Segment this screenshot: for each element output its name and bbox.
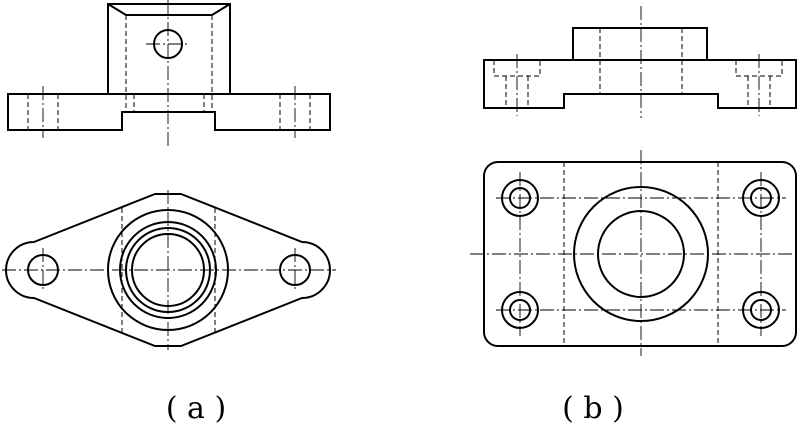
boss-b-outline [572,27,708,60]
counterbore-left-hidden [493,60,541,77]
figure-b-caption: ( b ) [562,391,624,426]
base-plate-outline [7,93,331,131]
figure-a-front-view [7,0,331,146]
boss-chamfer-left [107,3,127,16]
plate-outline [483,161,797,347]
figure-a-caption: ( a ) [166,391,226,426]
flange-outline [5,193,331,347]
counterbore-right-hidden [735,60,783,77]
figure-b-top-view [470,150,800,356]
figure-b: ( b ) [470,6,800,426]
boss-chamfer-right [211,3,231,16]
figure-a-top-view [2,190,336,350]
figure-b-front-view [483,6,797,118]
figure-a: ( a ) [2,0,336,426]
boss-outline [107,3,231,94]
base-b-outline [483,59,797,109]
